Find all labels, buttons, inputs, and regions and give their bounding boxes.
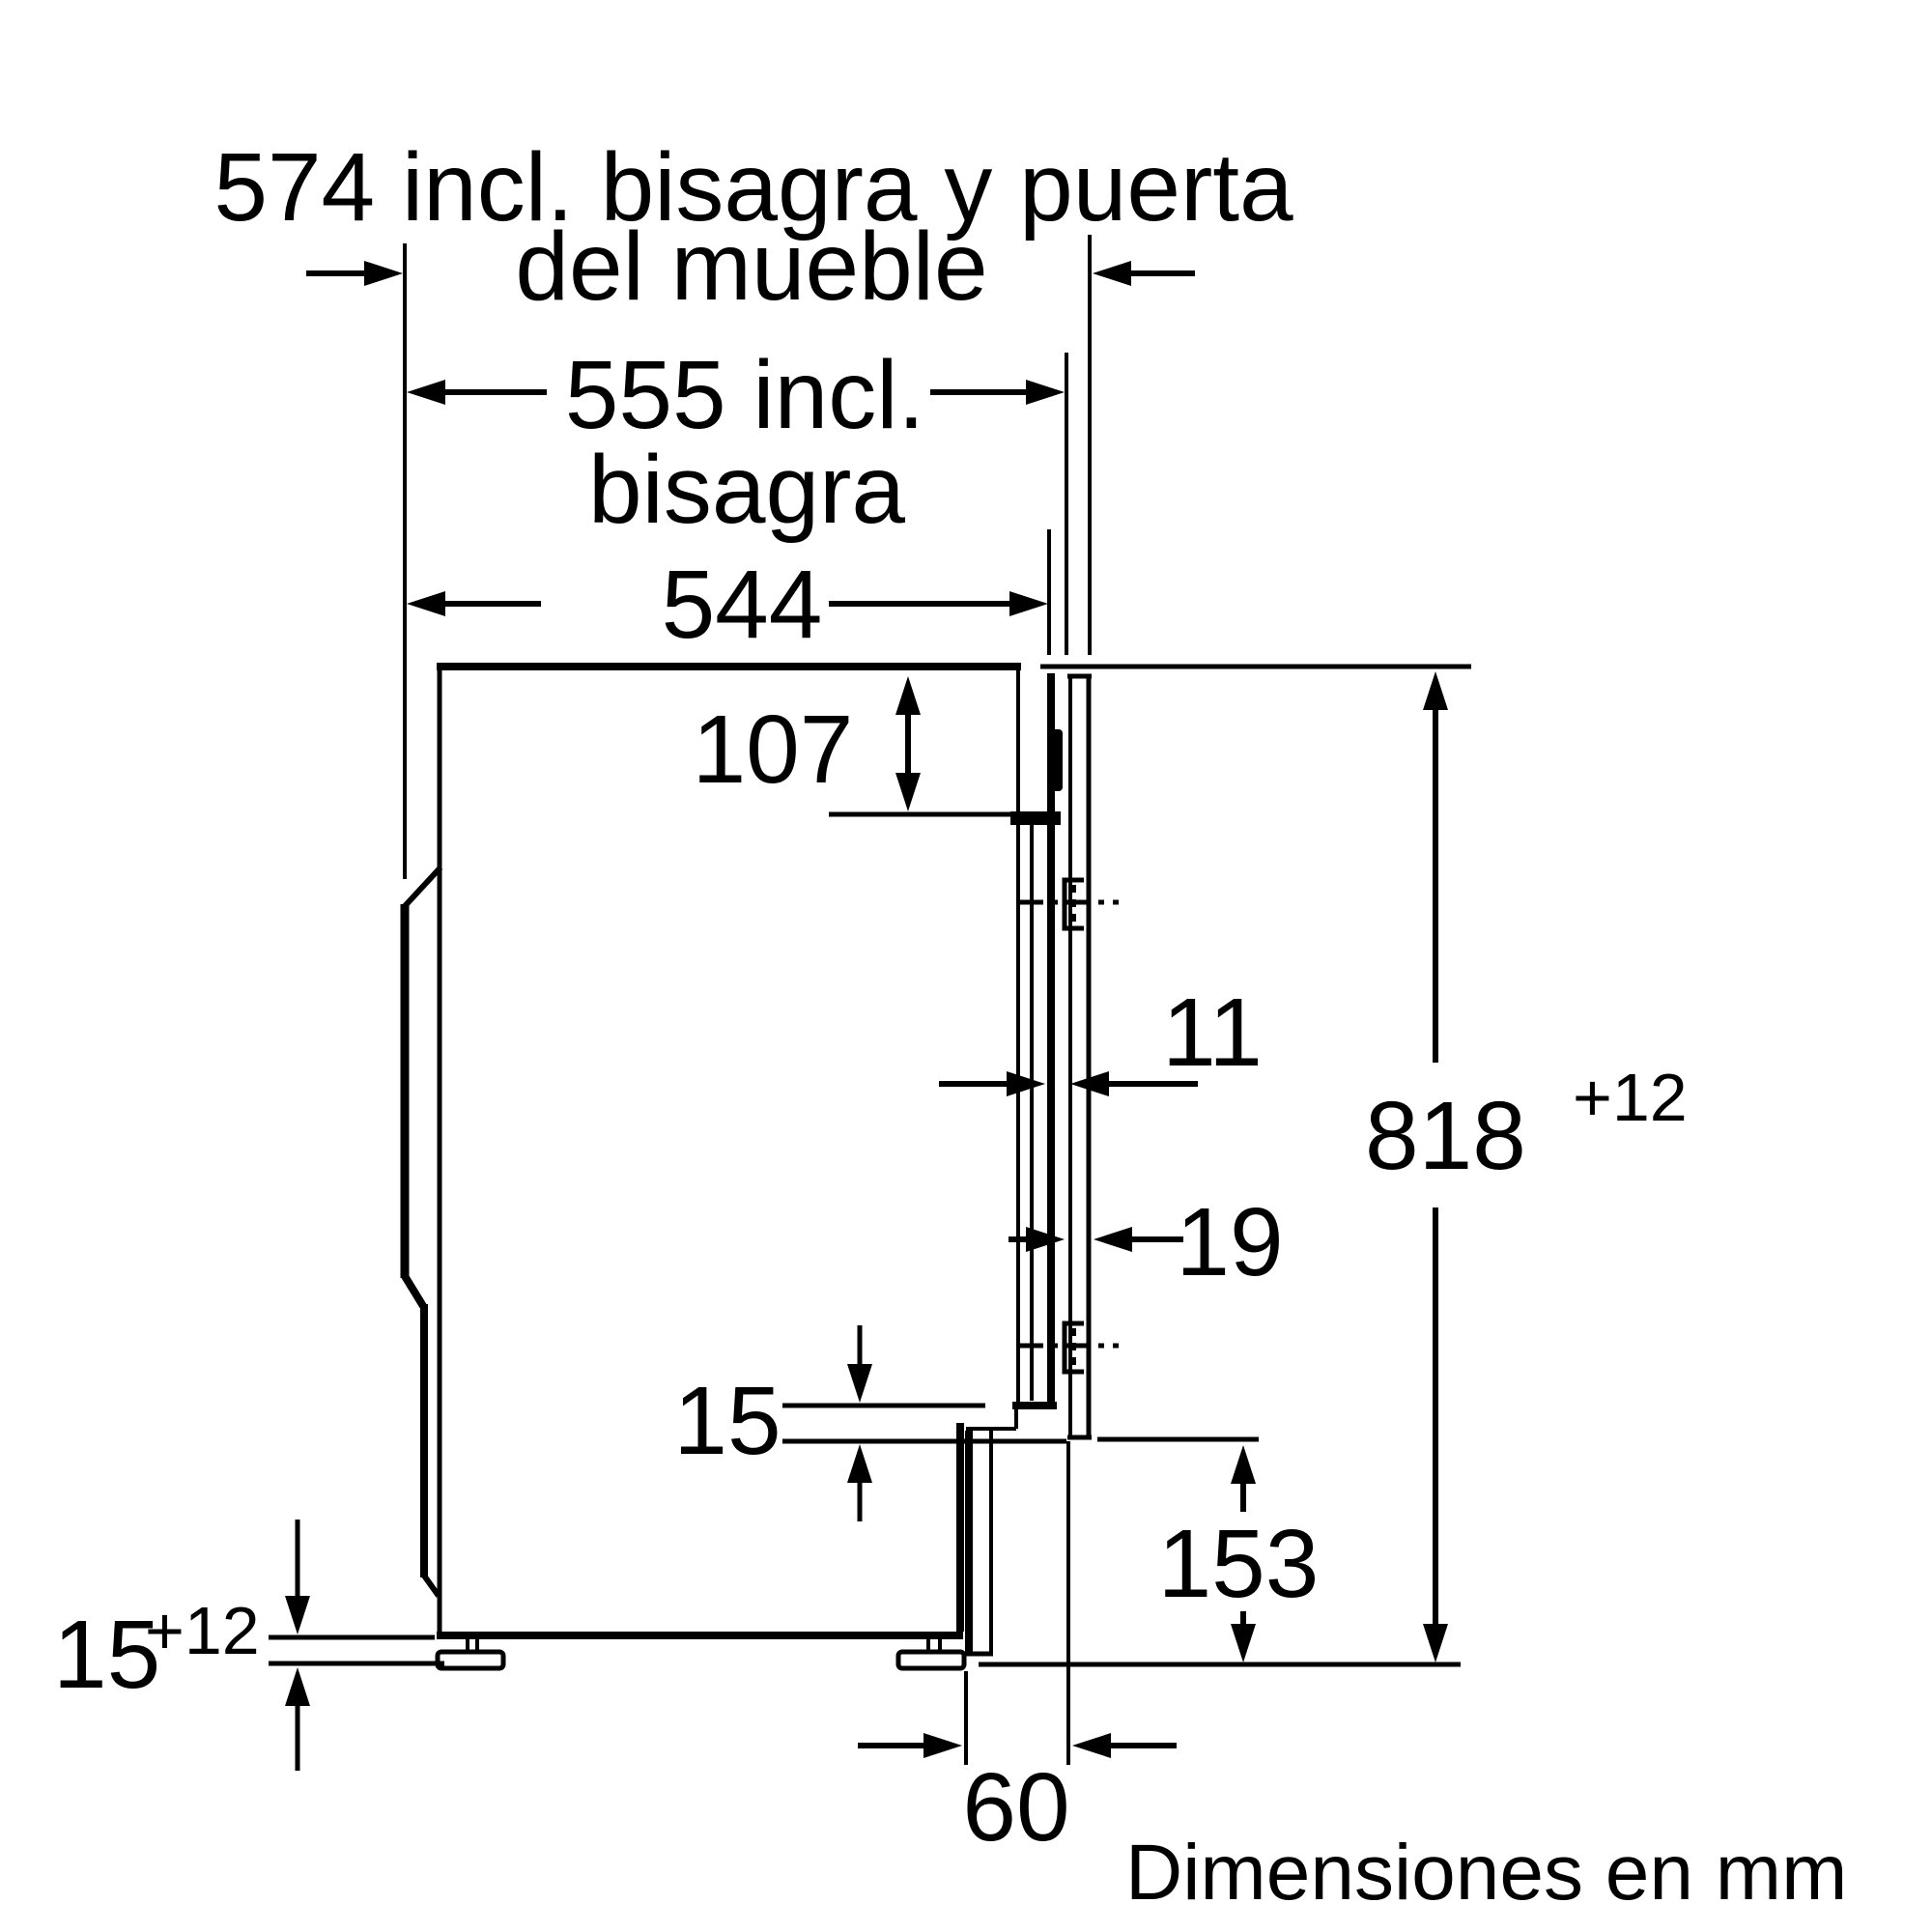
label-11: 11 (1162, 979, 1263, 1087)
label-19: 19 (1176, 1188, 1283, 1296)
label-107: 107 (693, 696, 854, 804)
label-555-line2: bisagra (588, 436, 905, 544)
dim-15-floor (269, 1520, 444, 1771)
furniture-door (1066, 673, 1092, 1765)
dim-818 (1423, 671, 1448, 1662)
appliance-door (966, 673, 1063, 1431)
label-15-door: 15 (673, 1367, 781, 1475)
label-818-tolerance: +12 (1573, 1060, 1688, 1135)
hinge-upper (1020, 877, 1119, 931)
title-574-line1: 574 incl. bisagra y puerta (213, 133, 1293, 242)
label-818: 818 (1365, 1082, 1526, 1190)
hinge-lower (1020, 1321, 1119, 1375)
label-153: 153 (1158, 1510, 1320, 1618)
label-544: 544 (662, 551, 823, 659)
dim-19 (1009, 1227, 1183, 1252)
dim-544 (407, 529, 1051, 655)
label-15-floor: 15 (53, 1601, 160, 1709)
label-60: 60 (962, 1753, 1069, 1861)
dim-574 (306, 235, 1195, 879)
foot-left (435, 1635, 506, 1671)
dim-15-door (782, 1325, 1066, 1521)
door-handle (1049, 729, 1063, 791)
dim-153 (1097, 1436, 1259, 1662)
title-574-line2: del mueble (515, 213, 987, 321)
units-note: Dimensiones en mm (1125, 1829, 1847, 1917)
dim-107 (829, 676, 1012, 817)
dim-11 (939, 1071, 1198, 1096)
label-555-line1: 555 incl. (565, 341, 924, 449)
label-15-floor-tolerance: +12 (145, 1593, 260, 1668)
dim-60 (858, 1671, 1177, 1765)
appliance-body (400, 663, 1021, 1639)
dim-555 (407, 353, 1068, 655)
plinth-panel (965, 1431, 993, 1657)
foot-right (895, 1635, 967, 1671)
